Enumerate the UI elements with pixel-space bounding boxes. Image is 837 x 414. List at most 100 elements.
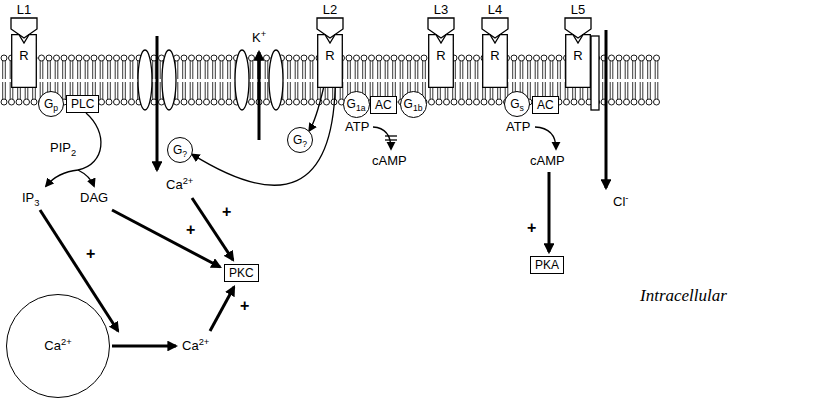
lipid-tail	[362, 61, 363, 79]
lipid-head	[211, 55, 217, 61]
lipid-tail	[287, 61, 288, 79]
lipid-tail	[545, 61, 546, 79]
lipid-head	[301, 55, 307, 61]
lipid-tail	[310, 82, 311, 99]
ligand: L5	[564, 2, 592, 39]
lipid-tail	[212, 61, 213, 79]
lipid-tail	[460, 61, 461, 79]
script-mark: 1b	[413, 103, 423, 113]
lipid-tail	[612, 82, 613, 99]
g-protein: G?	[167, 137, 193, 163]
lipid-head	[61, 55, 67, 61]
lipid-tail	[402, 61, 403, 79]
lipid-head	[526, 55, 532, 61]
lipid-tail	[302, 61, 303, 79]
lipid-tail	[295, 82, 296, 99]
lipid-tail	[47, 61, 48, 79]
ion-label: Ca2+	[182, 338, 209, 354]
lipid-tail	[192, 61, 193, 79]
lipid-tail	[107, 61, 108, 79]
lipid-tail	[377, 61, 378, 79]
lipid-head	[286, 55, 292, 61]
enzyme-box: AC	[532, 96, 559, 114]
lipid-tail	[650, 61, 651, 79]
lipid-tail	[512, 61, 513, 79]
lipid-tail	[657, 82, 658, 99]
lipid-tail	[190, 61, 191, 79]
node-label: AC	[375, 98, 392, 112]
g-protein: G1b	[400, 91, 427, 118]
lipid-tail	[650, 82, 651, 99]
lipid-tail	[2, 82, 3, 99]
lipid-head	[264, 99, 270, 105]
node-label: Gs	[510, 97, 524, 111]
node-label: G?	[293, 133, 307, 147]
lipid-tail	[640, 61, 641, 79]
lipid-head	[466, 55, 472, 61]
lipid-head	[99, 99, 105, 105]
script-mark: 3	[34, 198, 39, 208]
lipid-tail	[297, 61, 298, 79]
lipid-tail	[160, 61, 161, 79]
lipid-head	[16, 99, 22, 105]
receptor-outline	[566, 35, 591, 88]
lipid-head	[76, 55, 82, 61]
lipid-tail	[227, 61, 228, 79]
script-mark: s	[520, 103, 524, 113]
lipid-head	[54, 55, 60, 61]
enzyme-box: AC	[370, 96, 397, 114]
lipid-tail	[2, 61, 3, 79]
lipid-head	[204, 99, 210, 105]
messenger-label: IP3	[22, 190, 40, 206]
lipid-tail	[250, 82, 251, 99]
lipid-tail	[355, 61, 356, 79]
node-label: R	[428, 34, 454, 63]
conversion-arrow	[535, 127, 556, 149]
lipid-tail	[5, 82, 6, 99]
lipid-head	[489, 99, 495, 105]
lipid-tail	[365, 61, 366, 79]
lipid-tail	[197, 61, 198, 79]
node-label: L3	[427, 2, 455, 17]
lipid-tail	[617, 82, 618, 99]
lipid-tail	[557, 61, 558, 79]
lipid-head	[474, 55, 480, 61]
lipid-tail	[620, 61, 621, 79]
lipid-tail	[287, 82, 288, 99]
lipid-head	[369, 55, 375, 61]
lipid-tail	[537, 61, 538, 79]
lipid-tail	[55, 61, 56, 79]
lipid-tail	[295, 61, 296, 79]
lipid-tail	[190, 82, 191, 99]
lipid-tail	[515, 61, 516, 79]
lipid-tail	[552, 61, 553, 79]
lipid-head	[346, 55, 352, 61]
lipid-tail	[370, 61, 371, 79]
lipid-tail	[215, 61, 216, 79]
lipid-tail	[530, 82, 531, 99]
lipid-tail	[132, 61, 133, 79]
script-mark: +	[261, 29, 266, 39]
lipid-head	[399, 55, 405, 61]
lipid-tail	[200, 82, 201, 99]
lipid-tail	[417, 61, 418, 79]
lipid-tail	[530, 61, 531, 79]
lipid-head	[541, 55, 547, 61]
lipid-tail	[265, 82, 266, 99]
lipid-tail	[117, 61, 118, 79]
lipid-head	[196, 99, 202, 105]
lipid-tail	[460, 82, 461, 99]
lipid-head	[129, 99, 135, 105]
lipid-tail	[470, 61, 471, 79]
lipid-head	[534, 55, 540, 61]
lipid-head	[294, 99, 300, 105]
lipid-head	[211, 99, 217, 105]
lipid-head	[1, 55, 7, 61]
script-mark: 1a	[356, 103, 366, 113]
lipid-tail	[227, 82, 228, 99]
lipid-head	[189, 55, 195, 61]
lipid-tail	[212, 82, 213, 99]
node-label: PLC	[71, 97, 94, 111]
lipid-head	[496, 99, 502, 105]
lipid-tail	[110, 61, 111, 79]
